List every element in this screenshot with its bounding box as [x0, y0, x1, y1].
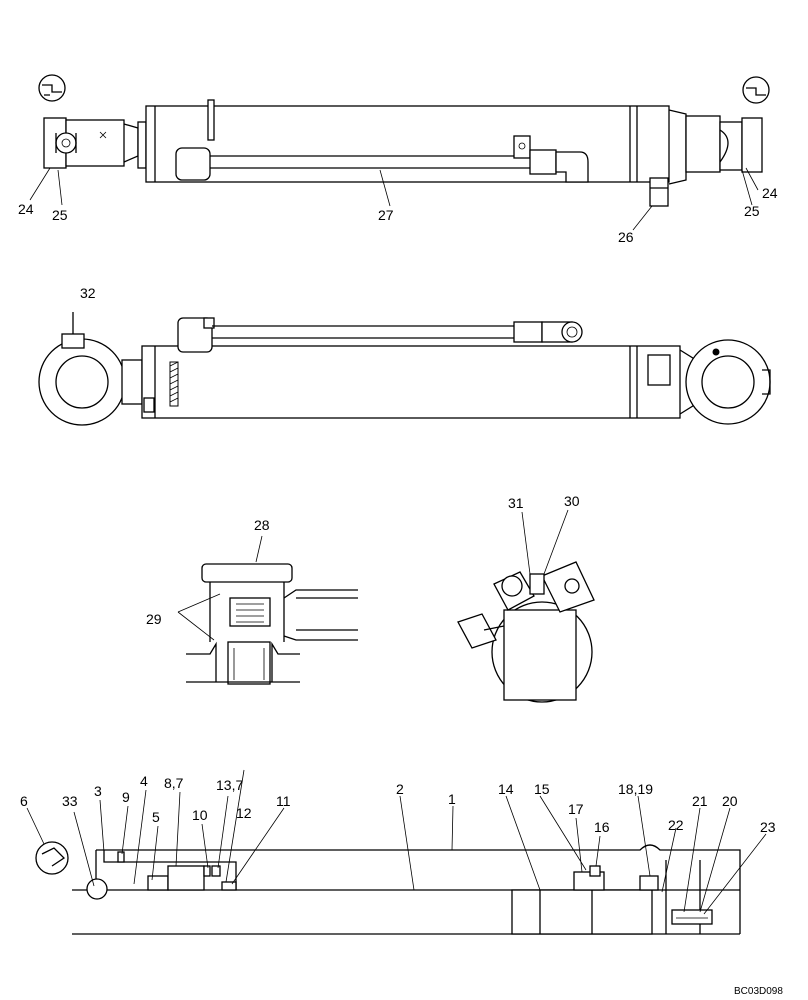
callout-25-right: 25: [744, 203, 760, 219]
callout-16: 16: [594, 819, 610, 835]
callout-31: 31: [508, 495, 524, 511]
drawing-code: BC03D098: [734, 986, 783, 997]
callout-22: 22: [668, 817, 684, 833]
callout-6: 6: [20, 793, 28, 809]
cylinder-section-view: [26, 769, 767, 935]
callout-30: 30: [564, 493, 580, 509]
callout-24-left: 24: [18, 201, 34, 217]
cylinder-side-view: [38, 312, 771, 426]
cylinder-top-view: [29, 74, 770, 231]
callout-5: 5: [152, 809, 160, 825]
detail-valve-end-view: [457, 509, 595, 703]
callout-27: 27: [378, 207, 394, 223]
callout-17: 17: [568, 801, 584, 817]
callout-25-left: 25: [52, 207, 68, 223]
callout-11: 11: [276, 793, 291, 809]
callout-33: 33: [62, 793, 78, 809]
callout-labels: 24 25 27 24 25 26 32 28 29 31 30 6 33 3 …: [18, 185, 783, 997]
callout-10: 10: [192, 807, 208, 823]
callout-15: 15: [534, 781, 550, 797]
callout-8-7: 8,7: [164, 775, 184, 791]
callout-28: 28: [254, 517, 270, 533]
callout-3: 3: [94, 783, 102, 799]
callout-2: 2: [396, 781, 404, 797]
callout-26: 26: [618, 229, 634, 245]
detail-fitting-cross-section: [177, 535, 358, 685]
callout-21: 21: [692, 793, 708, 809]
callout-18-19: 18,19: [618, 781, 653, 797]
callout-1: 1: [448, 791, 456, 807]
callout-4: 4: [140, 773, 148, 789]
callout-29: 29: [146, 611, 162, 627]
callout-32: 32: [80, 285, 96, 301]
callout-20: 20: [722, 793, 738, 809]
callout-12: 12: [236, 805, 252, 821]
callout-24-right: 24: [762, 185, 778, 201]
callout-14: 14: [498, 781, 514, 797]
callout-23: 23: [760, 819, 776, 835]
callout-13-7: 13,7: [216, 777, 243, 793]
callout-9: 9: [122, 789, 130, 805]
